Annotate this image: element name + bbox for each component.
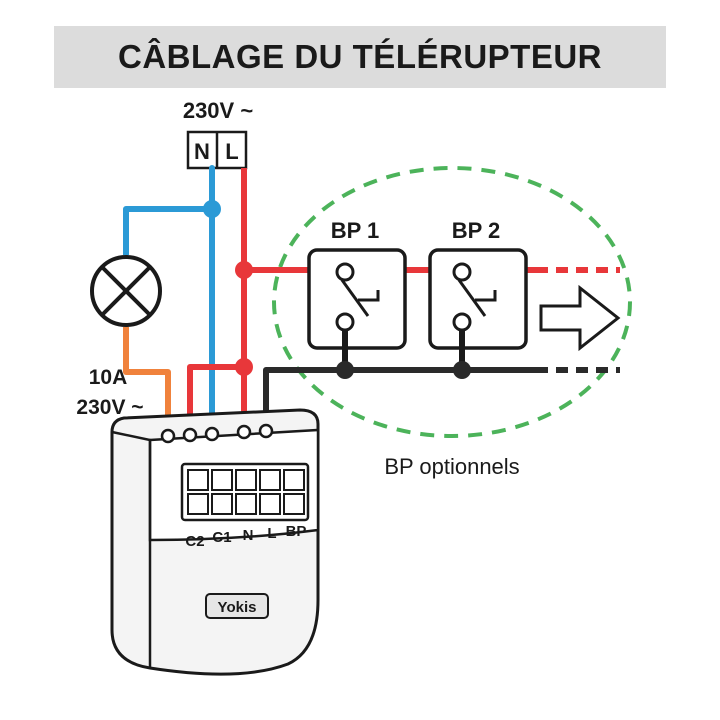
- lamp-voltage-label: 230V ~: [76, 396, 143, 419]
- terminal-label-c1: C1: [212, 529, 231, 546]
- title-banner: CÂBLAGE DU TÉLÉRUPTEUR: [54, 26, 666, 88]
- pushbutton-bp2: BP 2: [428, 218, 528, 379]
- live-c1-wire: [187, 364, 244, 432]
- terminal-hole-bp: [258, 423, 274, 439]
- terminal-hole-c2: [160, 428, 176, 444]
- lamp-cross-b: [100, 265, 152, 317]
- bp2-contact-top: [452, 262, 472, 282]
- live-junction-c1: [235, 358, 253, 376]
- neutral-junction: [203, 200, 221, 218]
- relay-module: C2 C1 N L BP Yokis: [110, 408, 320, 676]
- relay-module-edge: [111, 430, 152, 668]
- lamp-current-label: 10A: [89, 366, 128, 389]
- optional-zone-outline: [272, 166, 632, 438]
- bp1-contact-bottom: [335, 312, 355, 332]
- terminal-label-c2: C2: [185, 533, 204, 550]
- bp1-push-symbol: [358, 290, 380, 302]
- terminal-clamps: [187, 469, 305, 515]
- supply-live-label: L: [225, 139, 238, 164]
- terminal-label-bp: BP: [286, 523, 307, 540]
- brand-plate: [205, 593, 269, 619]
- bp1-contact-top: [335, 262, 355, 282]
- terminal-label-n: N: [243, 527, 254, 544]
- bp1-return-junction: [336, 361, 354, 379]
- terminal-label-l: L: [267, 525, 276, 542]
- bp1-switch-lever: [340, 279, 370, 317]
- lamp-return-wire: [123, 327, 171, 432]
- bp2-label: BP 2: [452, 218, 501, 243]
- bp1-label: BP 1: [331, 218, 380, 243]
- supply-neutral-label: N: [194, 139, 210, 164]
- optional-bp-label: BP optionnels: [384, 454, 519, 479]
- bp2-return-junction: [453, 361, 471, 379]
- terminal-hole-c1: [182, 427, 198, 443]
- supply-voltage-label: 230V ~: [183, 98, 253, 123]
- live-junction-bp: [235, 261, 253, 279]
- bp2-switch-lever: [457, 279, 487, 317]
- continuation-arrow-icon: [539, 284, 621, 352]
- pushbutton-bp1: BP 1: [307, 218, 407, 379]
- diagram-title: CÂBLAGE DU TÉLÉRUPTEUR: [117, 38, 602, 75]
- neutral-lamp-wire: [123, 206, 212, 255]
- bp2-contact-bottom: [452, 312, 472, 332]
- bp2-push-symbol: [475, 290, 497, 302]
- brand-logo: Yokis: [218, 599, 257, 616]
- terminal-hole-l: [236, 424, 252, 440]
- terminal-hole-n: [204, 426, 220, 442]
